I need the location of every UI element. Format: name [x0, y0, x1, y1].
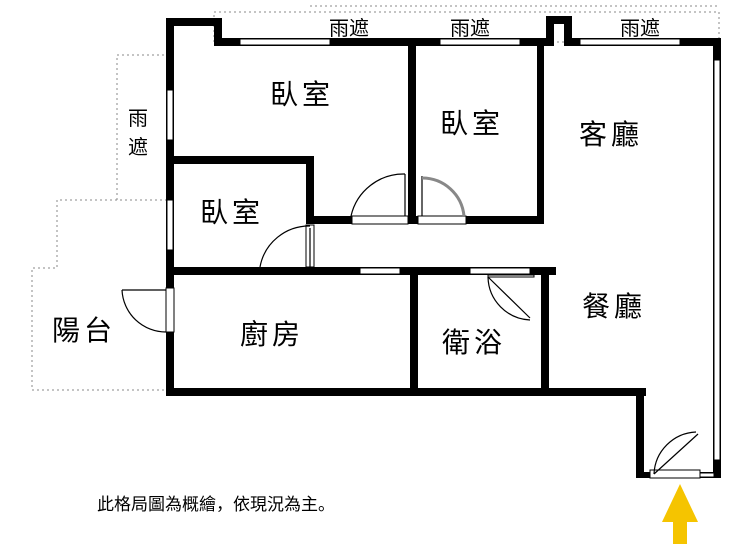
- walls: [166, 16, 721, 478]
- awning-label-left-1: 雨: [128, 106, 148, 130]
- doors: [121, 173, 701, 479]
- room-label-dining-room: 餐廳: [582, 290, 646, 323]
- awning-label-1: 雨遮: [329, 16, 369, 40]
- room-label-living-room: 客廳: [579, 118, 643, 151]
- room-label-balcony: 陽台: [52, 314, 116, 347]
- room-label-bathroom: 衛浴: [442, 326, 506, 359]
- windows: [166, 38, 721, 478]
- awning-outlines: [31, 5, 720, 391]
- awning-label-left-2: 遮: [128, 135, 148, 159]
- up-arrow-icon: [662, 484, 698, 544]
- disclaimer-note: 此格局圖為概繪，依現況為主。: [97, 495, 335, 515]
- awning-label-3: 雨遮: [620, 16, 660, 40]
- room-label-bedroom-small: 臥室: [200, 196, 264, 229]
- room-label-bedroom-top-left: 臥室: [270, 78, 334, 111]
- room-label-bedroom-top-middle: 臥室: [440, 107, 504, 140]
- room-label-kitchen: 廚房: [240, 318, 304, 351]
- awning-label-2: 雨遮: [450, 16, 490, 40]
